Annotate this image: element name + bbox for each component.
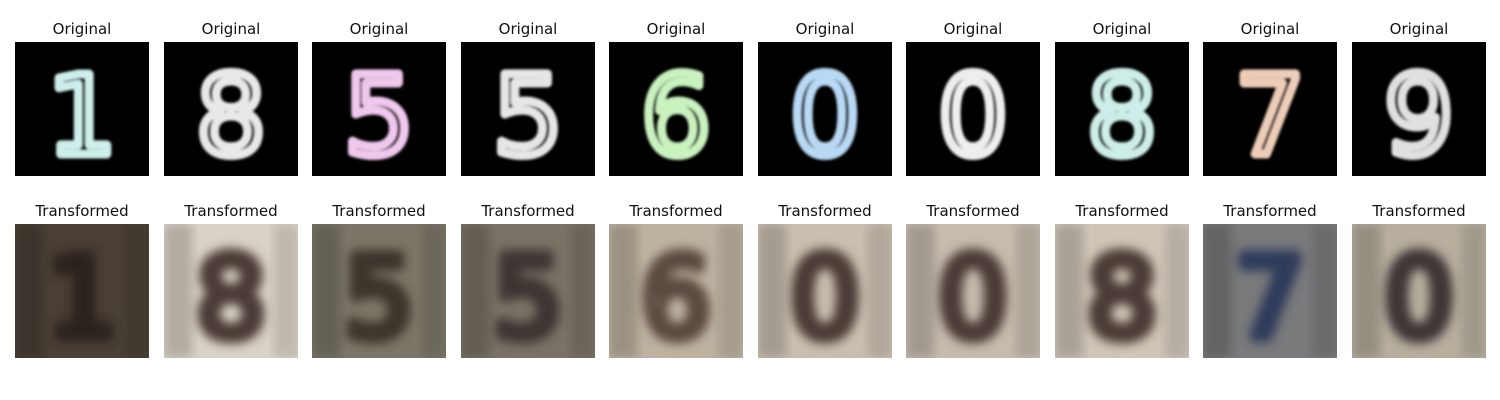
original-digit-image: 7 [1203, 42, 1337, 176]
panel-title: Transformed [926, 202, 1020, 220]
original-digit-image: 9 [1352, 42, 1486, 176]
transformed-digit-image: 7 [1203, 224, 1337, 358]
panel-title: Transformed [1075, 202, 1169, 220]
original-digit-image: 8 [164, 42, 298, 176]
transformed-digit-image: 5 [312, 224, 446, 358]
panel-title: Transformed [629, 202, 723, 220]
svg-text:6: 6 [641, 52, 711, 176]
panel-title: Original [1092, 20, 1152, 38]
transformed-digit-image: 1 [15, 224, 149, 358]
svg-text:0: 0 [938, 234, 1008, 358]
panel-title: Transformed [778, 202, 872, 220]
svg-text:0: 0 [1384, 234, 1454, 358]
svg-text:7: 7 [1235, 234, 1305, 358]
panel-title: Original [1389, 20, 1449, 38]
svg-text:8: 8 [1087, 234, 1157, 358]
svg-text:0: 0 [938, 52, 1008, 176]
svg-text:9: 9 [1384, 52, 1454, 176]
panel-title: Original [201, 20, 261, 38]
svg-text:5: 5 [344, 52, 414, 176]
svg-text:8: 8 [196, 52, 266, 176]
panel-title: Transformed [1372, 202, 1466, 220]
panel-title: Transformed [332, 202, 426, 220]
transformed-digit-image: 0 [1352, 224, 1486, 358]
panel-title: Transformed [481, 202, 575, 220]
original-digit-image: 0 [906, 42, 1040, 176]
svg-text:1: 1 [47, 52, 117, 176]
panel-title: Original [349, 20, 409, 38]
panel-title: Transformed [184, 202, 278, 220]
svg-text:0: 0 [790, 52, 860, 176]
original-digit-image: 0 [758, 42, 892, 176]
panel-title: Transformed [35, 202, 129, 220]
original-digit-image: 5 [461, 42, 595, 176]
svg-text:8: 8 [196, 234, 266, 358]
transformed-digit-image: 0 [906, 224, 1040, 358]
original-digit-image: 1 [15, 42, 149, 176]
svg-text:6: 6 [641, 234, 711, 358]
svg-text:8: 8 [1087, 52, 1157, 176]
svg-text:1: 1 [47, 234, 117, 358]
original-digit-image: 6 [609, 42, 743, 176]
panel-title: Original [646, 20, 706, 38]
panel-title: Original [498, 20, 558, 38]
panel-title: Original [52, 20, 112, 38]
original-digit-image: 5 [312, 42, 446, 176]
svg-text:5: 5 [493, 52, 563, 176]
original-digit-image: 8 [1055, 42, 1189, 176]
panel-title: Original [943, 20, 1003, 38]
panel-title: Transformed [1223, 202, 1317, 220]
svg-text:0: 0 [790, 234, 860, 358]
svg-text:5: 5 [344, 234, 414, 358]
panel-title: Original [795, 20, 855, 38]
transformed-digit-image: 5 [461, 224, 595, 358]
svg-text:7: 7 [1235, 52, 1305, 176]
panel-title: Original [1240, 20, 1300, 38]
svg-text:5: 5 [493, 234, 563, 358]
transformed-digit-image: 8 [164, 224, 298, 358]
transformed-digit-image: 6 [609, 224, 743, 358]
transformed-digit-image: 8 [1055, 224, 1189, 358]
transformed-digit-image: 0 [758, 224, 892, 358]
